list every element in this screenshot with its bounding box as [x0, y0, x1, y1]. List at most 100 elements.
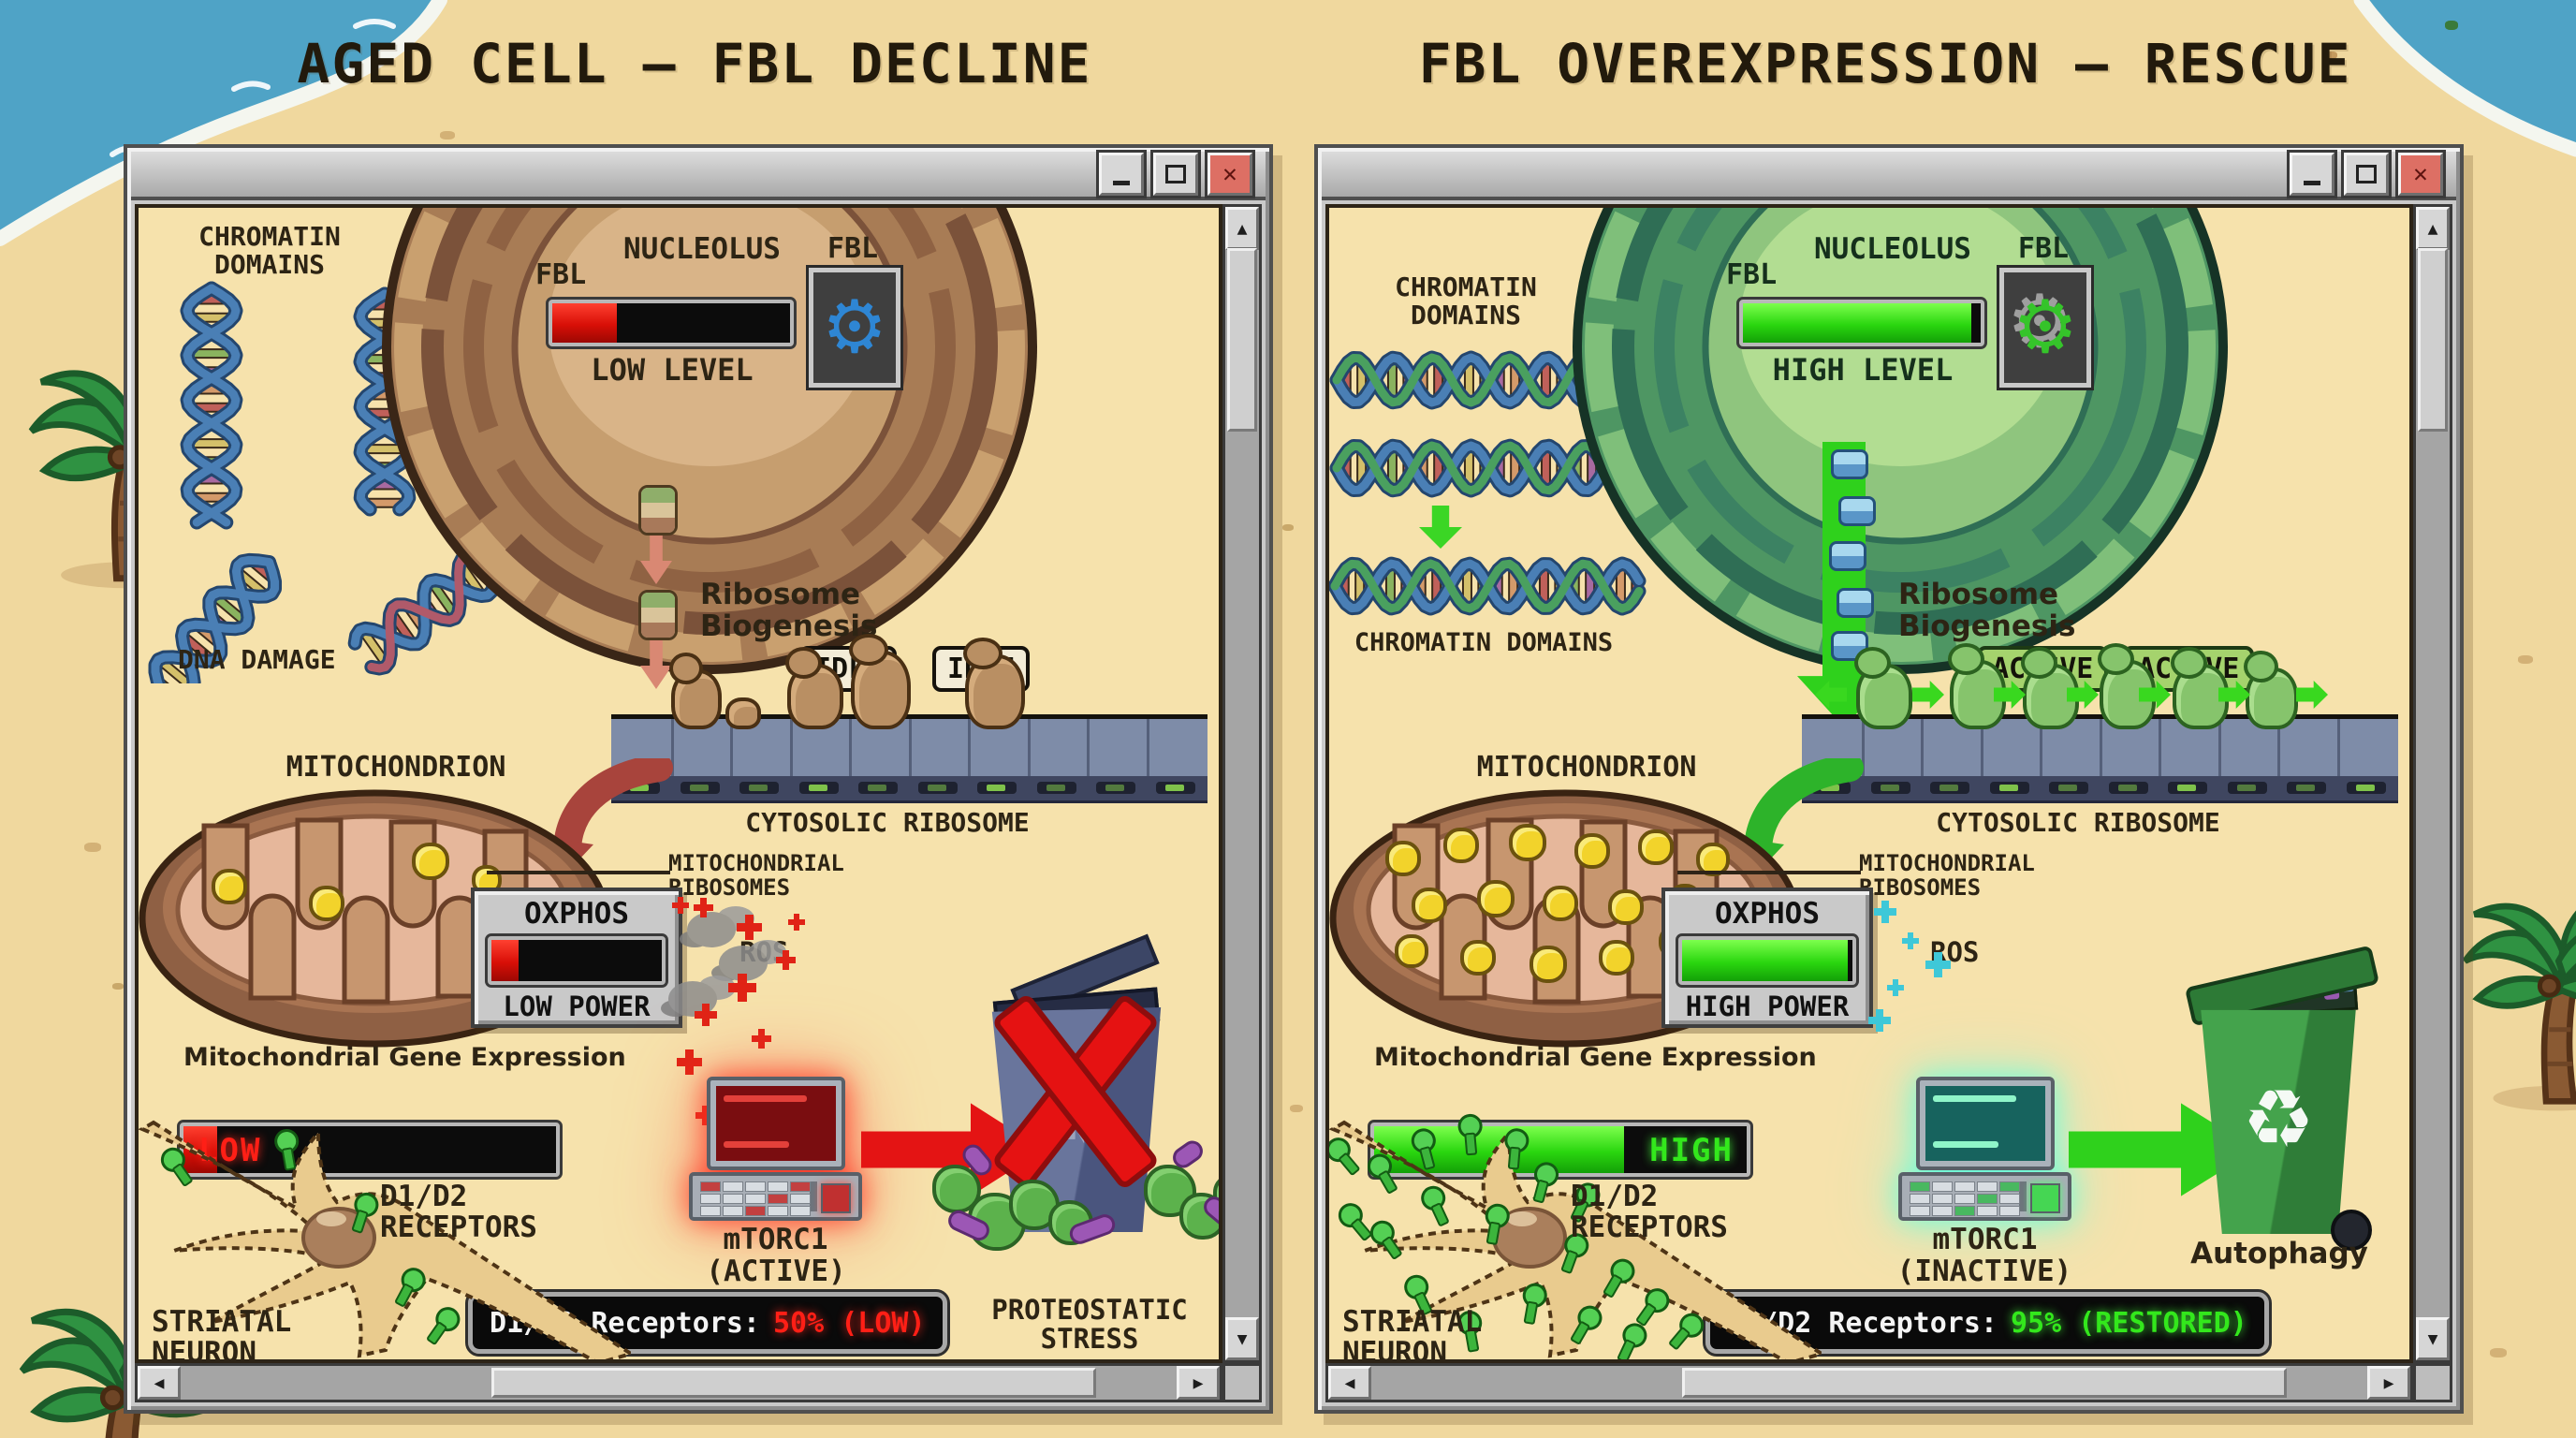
mito-ribosome-dot [1477, 880, 1515, 917]
laptop-key [700, 1181, 721, 1192]
ros-spark-icon [695, 1004, 717, 1026]
scroll-thumb[interactable] [491, 1368, 1096, 1398]
belt-light [1880, 785, 1899, 791]
belt-segment [730, 719, 733, 777]
scroll-thumb[interactable] [1227, 248, 1257, 432]
laptop-key [745, 1194, 766, 1204]
cytosolic-ribosome-blob [963, 638, 1025, 729]
fbl-level-fill [1743, 303, 1971, 343]
belt-segment [1087, 719, 1090, 777]
scroll-thumb[interactable] [2418, 248, 2448, 432]
mito-ribosome-dot [1443, 828, 1479, 863]
belt-light [1998, 785, 2018, 791]
close-button[interactable]: ✕ [1205, 150, 1255, 198]
fbl-gear-tile: ⚙ [1997, 265, 2094, 390]
gene-expression-label: Mitochondrial Gene Expression [1374, 1043, 1817, 1072]
belt-segment [2277, 719, 2280, 777]
scroll-down-button[interactable]: ▼ [1225, 1317, 1259, 1360]
scroll-down-button[interactable]: ▼ [2416, 1317, 2450, 1360]
scroll-up-button[interactable]: ▲ [1225, 207, 1259, 250]
belt-slot [917, 782, 958, 794]
scroll-right-button[interactable]: ▶ [2367, 1366, 2410, 1400]
belt-segment [2040, 719, 2042, 777]
scrollbar-vertical[interactable]: ▲ ▼ [1222, 204, 1262, 1363]
cytosolic-ribosome-blob [2244, 651, 2298, 729]
minimize-button[interactable] [2287, 150, 2337, 198]
belt-light [987, 785, 1005, 791]
oxphos-title: OXPHOS [524, 897, 629, 931]
dopamine-receptor-icon [1502, 1127, 1530, 1170]
belt-base [1802, 776, 2398, 803]
laptop-base [1898, 1172, 2071, 1221]
mito-ribosome-dot [1395, 934, 1428, 968]
scrollbar-corner [2413, 1363, 2452, 1402]
mito-ribosome-dot [309, 886, 344, 921]
maximize-button[interactable] [2341, 150, 2392, 198]
belt-slot [1096, 782, 1135, 794]
sand-speck [2518, 655, 2533, 664]
aged-cell-canvas: CHROMATIN DOMAINS DNA DAMAGE NUCLEOLUS F… [135, 204, 1222, 1363]
chromatin-domains-label: CHROMATIN DOMAINS [1395, 271, 1537, 331]
laptop-key [1932, 1181, 1953, 1192]
belt-segment [789, 719, 793, 777]
laptop-screen [1915, 1077, 2055, 1170]
belt-segment [908, 719, 912, 777]
titlebar[interactable]: ✕ [131, 150, 1266, 200]
mito-ribosome-dot [1599, 940, 1634, 976]
scrollbar-vertical[interactable]: ▲ ▼ [2413, 204, 2452, 1363]
mtorc1-label: mTORC1 [1932, 1223, 2038, 1256]
ribosome-biogenesis-label: Ribosome Biogenesis [1898, 578, 2076, 644]
belt-light [927, 785, 946, 791]
belt-flow-arrow-icon [1912, 681, 1944, 709]
oxphos-fill [1682, 940, 1848, 981]
scrollbar-horizontal[interactable]: ◀ ▶ [135, 1363, 1222, 1402]
mito-ribosome-dot [1608, 889, 1644, 925]
belt-light [2236, 785, 2256, 791]
sand-speck [84, 843, 101, 852]
laptop-key [1999, 1206, 2020, 1216]
scroll-thumb[interactable] [1682, 1368, 2287, 1398]
gene-expression-value: LOW [198, 1132, 262, 1169]
belt-slot [1930, 782, 1969, 794]
scroll-left-button[interactable]: ◀ [1328, 1366, 1371, 1400]
laptop-key [1954, 1181, 1975, 1192]
maximize-button[interactable] [1150, 150, 1201, 198]
laptop-key [1977, 1181, 1998, 1192]
mito-ribosome-dot [1509, 824, 1546, 861]
mtorc1-state-label: (INACTIVE) [1896, 1255, 2072, 1288]
belt-slot [798, 782, 839, 794]
laptop-key [1932, 1194, 1953, 1204]
belt-slot [2168, 782, 2207, 794]
cytosolic-ribosome-blob [785, 647, 843, 729]
mtorc1-laptop [689, 1077, 862, 1221]
gene-expression-label: Mitochondrial Gene Expression [183, 1043, 626, 1072]
gene-expression-bar: LOW [177, 1120, 563, 1180]
laptop-key [745, 1181, 766, 1192]
minimize-button[interactable] [1096, 150, 1147, 198]
sand-speck [112, 983, 124, 990]
close-button[interactable]: ✕ [2395, 150, 2446, 198]
laptop-key [1977, 1194, 1998, 1204]
autophagy-label: Autophagy [2190, 1237, 2368, 1270]
fbl-level-bar [546, 297, 797, 349]
ribosome-head [2171, 647, 2208, 679]
receptor-stem [1523, 1300, 1539, 1326]
scrollbar-horizontal[interactable]: ◀ ▶ [1325, 1363, 2413, 1402]
scroll-left-button[interactable]: ◀ [138, 1366, 181, 1400]
titlebar[interactable]: ✕ [1322, 150, 2456, 200]
mtorc1-laptop [1898, 1077, 2071, 1221]
laptop-key [790, 1194, 811, 1204]
scroll-right-button[interactable]: ▶ [1177, 1366, 1220, 1400]
fbl-bar-label: FBL [535, 258, 587, 291]
scroll-up-button[interactable]: ▲ [2416, 207, 2450, 250]
ribosome-biogenesis-label: Ribosome Biogenesis [700, 578, 878, 644]
smoke-puff-icon [687, 912, 736, 947]
minimize-icon [2304, 180, 2320, 185]
belt-slot [2108, 782, 2148, 794]
ros-spark-icon [752, 1029, 771, 1049]
sand-speck [440, 131, 455, 139]
fbl-level-bar [1736, 297, 1987, 349]
cytosolic-ribosome-blob [849, 634, 911, 729]
ribosome-head [669, 653, 703, 684]
